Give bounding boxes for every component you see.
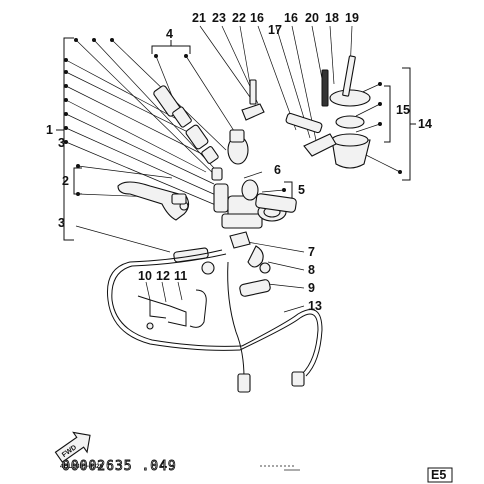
page-label: E5 xyxy=(431,468,446,482)
leader-lines xyxy=(65,25,401,313)
callout-20: 20 xyxy=(305,11,319,25)
callout-6: 6 xyxy=(274,163,281,177)
callout-5: 5 xyxy=(298,183,305,197)
callout-15: 15 xyxy=(396,103,410,117)
callout-13: 13 xyxy=(308,299,322,313)
callout-10: 10 xyxy=(138,269,152,283)
callout-9: 9 xyxy=(308,281,315,295)
callout-8: 8 xyxy=(308,263,315,277)
callout-14: 14 xyxy=(418,117,432,131)
callout-labels: 21 23 22 16 16 20 18 19 17 4 1 3 2 3 15 … xyxy=(46,11,432,313)
callout-16b: 16 xyxy=(284,11,298,25)
hose-guide-brackets xyxy=(137,289,207,330)
smudge-marks xyxy=(260,465,300,471)
bracket-1 xyxy=(56,37,74,241)
bracket-4 xyxy=(151,40,191,54)
callout-18: 18 xyxy=(325,11,339,25)
reservoir-assembly xyxy=(241,55,371,169)
callout-19: 19 xyxy=(345,11,359,25)
callout-2: 2 xyxy=(62,174,69,188)
callout-11: 11 xyxy=(174,269,187,283)
fwd-arrow-icon: FWD xyxy=(54,431,91,463)
callout-4: 4 xyxy=(166,27,173,41)
part-code: 4DL3351-4320 xyxy=(60,463,104,470)
page-label-box xyxy=(427,467,453,483)
callout-3a: 3 xyxy=(58,136,65,150)
bracket-14 xyxy=(384,67,416,181)
serial-number: 00002635 .049 xyxy=(62,459,177,474)
callout-23: 23 xyxy=(212,11,226,25)
callout-1: 1 xyxy=(46,123,53,137)
callout-22: 22 xyxy=(232,11,246,25)
master-cylinder-assembly xyxy=(153,85,297,275)
brake-hoses xyxy=(106,249,323,393)
leader-dots xyxy=(64,38,402,196)
callout-7: 7 xyxy=(308,245,315,259)
callout-16a: 16 xyxy=(250,11,264,25)
callout-21: 21 xyxy=(192,11,206,25)
callout-17: 17 xyxy=(268,23,282,37)
bracket-2 xyxy=(73,167,82,195)
callout-12: 12 xyxy=(156,269,170,283)
callout-3b: 3 xyxy=(58,216,65,230)
brake-lever xyxy=(117,181,190,221)
